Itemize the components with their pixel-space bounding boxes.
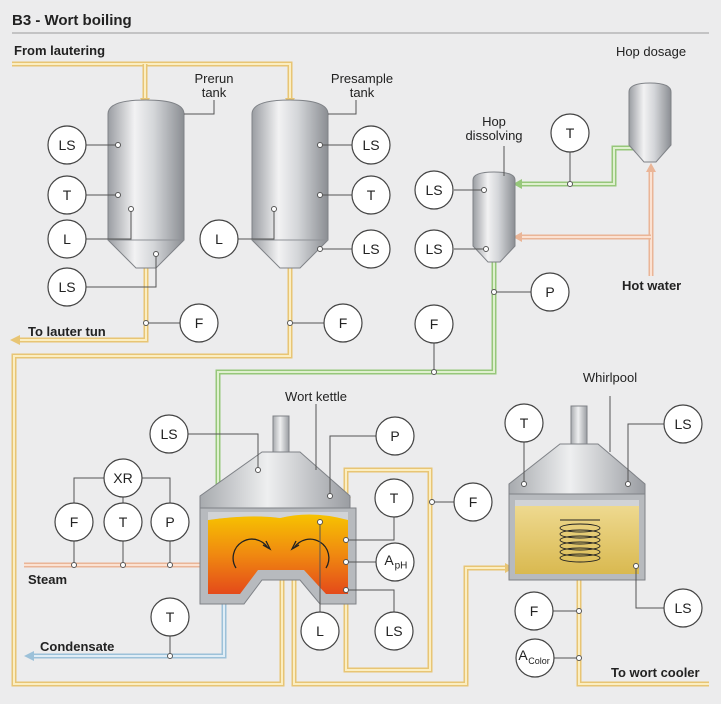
svg-text:LS: LS <box>58 137 75 153</box>
svg-text:LS: LS <box>58 279 75 295</box>
connection-dots <box>71 142 639 661</box>
svg-text:P: P <box>165 514 174 530</box>
instrument-steam-xr: XR <box>103 458 143 498</box>
svg-text:LS: LS <box>362 137 379 153</box>
instrument-whirl-color: A Color <box>515 638 555 678</box>
svg-text:LS: LS <box>674 416 691 432</box>
instrument-prerun-f: F <box>179 303 219 343</box>
pipe-condensate <box>24 598 227 661</box>
label-hop-dosage: Hop dosage <box>616 44 686 59</box>
instrument-whirl-f: F <box>514 591 554 631</box>
instrument-prerun-t: T <box>47 175 87 215</box>
instrument-presample-l: L <box>199 219 239 259</box>
instrument-hop-t: T <box>550 113 590 153</box>
label-to-lauter-tun: To lauter tun <box>28 324 106 339</box>
instrument-hop-p: P <box>530 272 570 312</box>
instrument-steam-p: P <box>150 502 190 542</box>
page-title: B3 - Wort boiling <box>12 12 132 29</box>
presample-tank <box>251 99 329 269</box>
label-whirlpool: Whirlpool <box>583 370 637 385</box>
instrument-presample-t: T <box>351 175 391 215</box>
instrument-hop-f: F <box>414 304 454 344</box>
instrument-kettle-f: F <box>453 482 493 522</box>
pipe-steam <box>24 560 209 570</box>
svg-text:pH: pH <box>395 561 408 572</box>
svg-text:LS: LS <box>674 600 691 616</box>
svg-text:LS: LS <box>160 426 177 442</box>
label-hop-dissolving-line1: Hop <box>482 114 506 129</box>
svg-text:LS: LS <box>425 182 442 198</box>
svg-text:T: T <box>566 125 575 141</box>
label-from-lautering: From lautering <box>14 43 105 58</box>
label-wort-kettle: Wort kettle <box>285 389 347 404</box>
instrument-hop-ls-bottom: LS <box>414 229 454 269</box>
svg-text:T: T <box>520 415 529 431</box>
svg-text:F: F <box>70 514 79 530</box>
instrument-presample-f: F <box>323 303 363 343</box>
hop-dosage-tank <box>628 82 672 163</box>
instrument-kettle-t: T <box>374 478 414 518</box>
instrument-condensate-t: T <box>150 597 190 637</box>
instrument-steam-t: T <box>103 502 143 542</box>
instrument-lines <box>73 100 664 659</box>
wort-kettle <box>199 415 357 605</box>
instrument-whirl-ls-bottom: LS <box>663 588 703 628</box>
svg-text:T: T <box>367 187 376 203</box>
svg-text:T: T <box>119 514 128 530</box>
svg-text:F: F <box>430 316 439 332</box>
instrument-kettle-ls-bottom: LS <box>374 611 414 651</box>
label-hot-water: Hot water <box>622 278 681 293</box>
svg-text:LS: LS <box>425 241 442 257</box>
pipe-to-wort-cooler <box>576 580 709 687</box>
label-hop-dissolving-line2: dissolving <box>465 128 522 143</box>
svg-text:F: F <box>195 315 204 331</box>
label-prerun-tank-line2: tank <box>202 85 227 100</box>
svg-text:Color: Color <box>528 656 550 666</box>
svg-text:F: F <box>339 315 348 331</box>
svg-text:L: L <box>63 231 71 247</box>
label-to-wort-cooler: To wort cooler <box>611 665 700 680</box>
instrument-prerun-ls-top: LS <box>47 125 87 165</box>
svg-text:F: F <box>469 494 478 510</box>
label-prerun-tank-line1: Prerun <box>194 71 233 86</box>
instrument-prerun-l: L <box>47 219 87 259</box>
instrument-prerun-ls-bottom: LS <box>47 267 87 307</box>
instrument-whirl-t: T <box>504 403 544 443</box>
svg-text:T: T <box>390 490 399 506</box>
hop-dissolving-tank <box>472 171 516 263</box>
svg-text:P: P <box>390 428 399 444</box>
svg-text:T: T <box>166 609 175 625</box>
instrument-kettle-ph: A pH <box>375 542 415 582</box>
svg-text:P: P <box>545 284 554 300</box>
instrument-presample-ls-top: LS <box>351 125 391 165</box>
svg-text:LS: LS <box>385 623 402 639</box>
label-presample-tank-line2: tank <box>350 85 375 100</box>
whirlpool-vessel <box>508 405 646 581</box>
svg-text:A: A <box>518 647 528 663</box>
svg-text:XR: XR <box>113 470 132 486</box>
instrument-steam-f: F <box>54 502 94 542</box>
label-steam: Steam <box>28 572 67 587</box>
instrument-whirl-ls-top: LS <box>663 404 703 444</box>
instrument-kettle-ls: LS <box>149 414 189 454</box>
pipe-to-lauter-tun <box>10 268 149 345</box>
prerun-tank <box>107 99 185 269</box>
svg-text:A: A <box>384 552 394 568</box>
svg-text:L: L <box>215 231 223 247</box>
svg-text:T: T <box>63 187 72 203</box>
svg-text:F: F <box>530 603 539 619</box>
instrument-presample-ls-bottom: LS <box>351 229 391 269</box>
instrument-hop-ls-top: LS <box>414 170 454 210</box>
label-condensate: Condensate <box>40 639 114 654</box>
instrument-kettle-l: L <box>300 611 340 651</box>
svg-text:LS: LS <box>362 241 379 257</box>
instrument-kettle-p: P <box>375 416 415 456</box>
pipe-hot-water <box>513 163 656 276</box>
svg-text:L: L <box>316 623 324 639</box>
label-presample-tank-line1: Presample <box>331 71 393 86</box>
